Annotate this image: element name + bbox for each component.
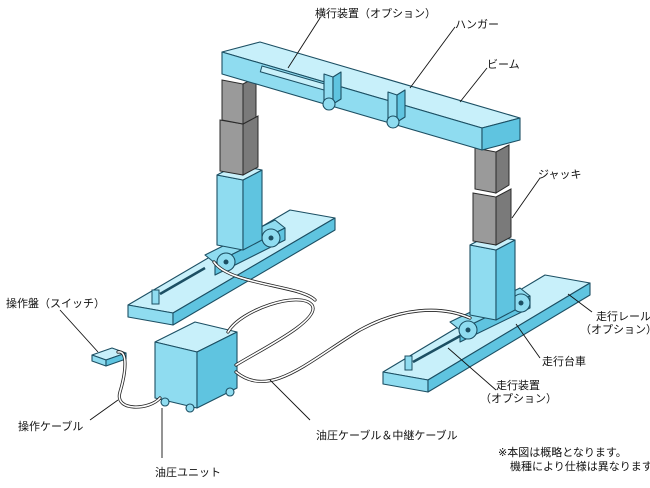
label-travel-rail-option: （オプション） [580,323,650,336]
disclaimer-line-1: ※本図は概略となります。 [498,446,627,459]
operation-cable [116,350,162,409]
label-travel-carriage: 走行台車 [542,355,586,368]
right-jack [472,144,512,246]
left-travel-device [151,266,206,305]
label-jack: ジャッキ [538,168,582,181]
label-hanger: ハンガー [455,18,499,31]
hydraulic-cable-left [212,260,317,367]
label-hydraulic-unit: 油圧ユニット [155,466,221,479]
left-jack [219,76,259,176]
beam [221,41,521,151]
right-travel-device [404,334,461,371]
label-traverse-device: 横行装置（オプション） [315,7,436,20]
hanger-right [386,89,406,129]
label-travel-rail: 走行レール [596,310,650,323]
label-control-panel: 操作盤（スイッチ） [6,297,105,310]
left-leg-base [216,164,263,251]
label-travel-device: 走行装置 [496,379,540,392]
leader-lines [59,17,593,458]
right-leg-base [469,234,516,321]
label-hydraulic-cable: 油圧ケーブル＆中継ケーブル [316,429,458,442]
label-beam: ビーム [487,58,520,71]
hydraulic-cable-right [234,308,472,384]
hanger-left [322,71,342,111]
disclaimer-line-2: 機種により仕様は異なります。 [510,460,650,473]
disclaimer-note: ※本図は概略となります。 機種により仕様は異なります。 [498,446,650,474]
label-operation-cable: 操作ケーブル [18,420,84,433]
label-travel-device-option: （オプション） [480,392,557,405]
hydraulic-unit [154,321,238,413]
